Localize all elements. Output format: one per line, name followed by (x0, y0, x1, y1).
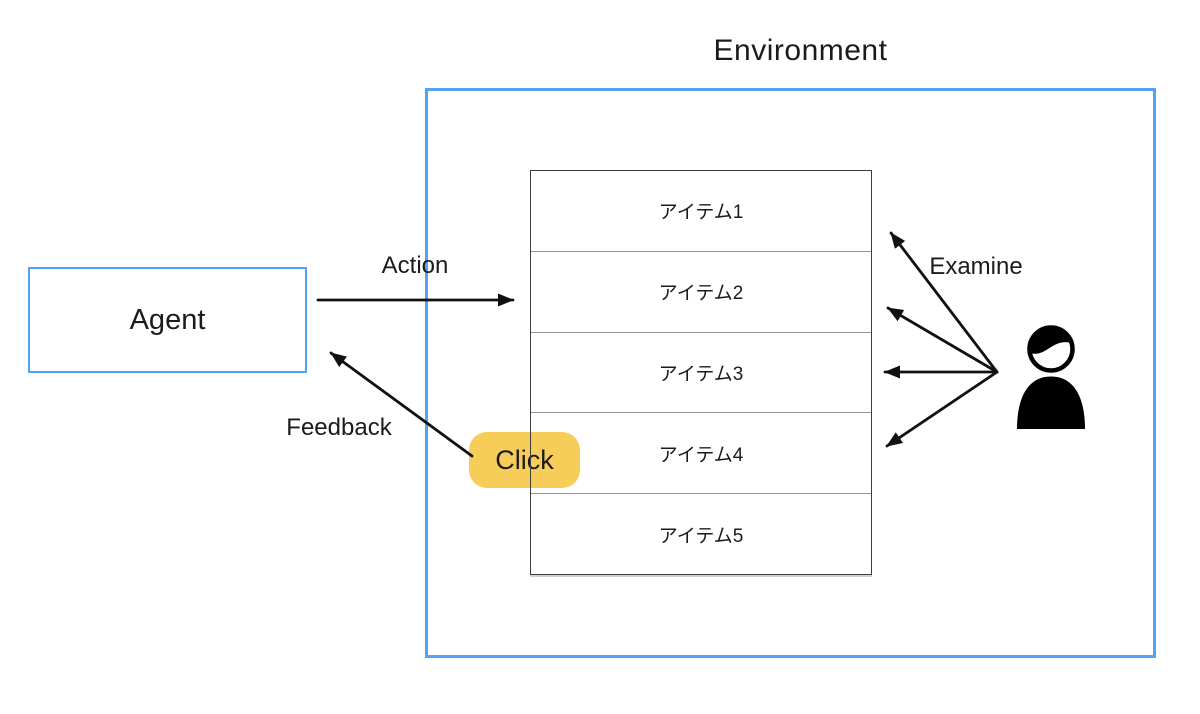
list-item[interactable]: アイテム4 (531, 412, 871, 493)
list-item[interactable]: アイテム3 (531, 331, 871, 413)
list-item[interactable]: アイテム2 (531, 250, 871, 332)
list-item[interactable]: アイテム5 (531, 493, 871, 574)
item-list: アイテム1 アイテム2 アイテム3 アイテム4 アイテム5 (530, 170, 872, 575)
action-label: Action (381, 252, 449, 279)
click-highlight-badge: Click (469, 432, 580, 488)
feedback-label: Feedback (286, 414, 392, 441)
list-item[interactable]: アイテム1 (658, 202, 744, 224)
environment-title: Environment (713, 34, 888, 67)
agent-box: Agent (28, 267, 307, 373)
examine-label: Examine (929, 253, 1023, 280)
